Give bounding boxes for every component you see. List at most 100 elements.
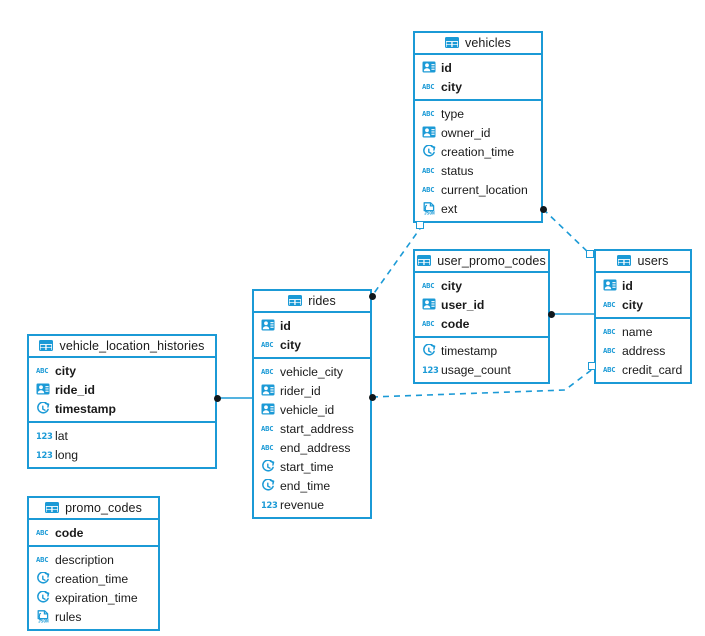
column-name: rider_id — [280, 383, 321, 398]
column-name: vehicle_city — [280, 364, 343, 379]
table-header-vehicle_location_histories[interactable]: vehicle_location_histories — [29, 336, 215, 358]
column-row[interactable]: JSON rules — [29, 607, 158, 626]
abc-icon: ABC — [603, 346, 616, 355]
column-name: start_time — [280, 459, 334, 474]
relationship-many-marker — [368, 292, 376, 300]
column-row[interactable]: creation_time — [415, 142, 541, 161]
relationship-many-marker — [547, 310, 555, 318]
column-row[interactable]: ABC address — [596, 341, 690, 360]
relationship-line-rel-vehicles-users — [542, 208, 593, 257]
column-row[interactable]: start_time — [254, 457, 370, 476]
table-header-users[interactable]: users — [596, 251, 690, 273]
clock-icon — [261, 479, 275, 492]
id-card-icon — [261, 319, 275, 332]
column-row[interactable]: timestamp — [29, 399, 215, 418]
column-row[interactable]: user_id — [415, 295, 548, 314]
column-row[interactable]: rider_id — [254, 381, 370, 400]
abc-icon: ABC — [603, 365, 616, 374]
table-grid-icon — [288, 294, 303, 308]
table-title: rides — [308, 294, 336, 308]
column-name: description — [55, 552, 114, 567]
column-name: lat — [55, 428, 68, 443]
abc-icon: ABC — [261, 424, 274, 433]
column-row[interactable]: id — [254, 316, 370, 335]
table-header-vehicles[interactable]: vehicles — [415, 33, 541, 55]
column-name: address — [622, 343, 666, 358]
abc-icon: ABC — [261, 340, 274, 349]
table-header-rides[interactable]: rides — [254, 291, 370, 313]
abc-icon: ABC — [261, 443, 274, 452]
column-row[interactable]: owner_id — [415, 123, 541, 142]
id-card-icon — [422, 298, 436, 311]
column-row[interactable]: id — [596, 276, 690, 295]
123-icon: 123 — [36, 450, 53, 460]
column-name: name — [622, 324, 653, 339]
table-header-user_promo_codes[interactable]: user_promo_codes — [415, 251, 548, 273]
abc-icon: ABC — [36, 366, 49, 375]
id-card-icon — [422, 126, 436, 139]
column-row[interactable]: ride_id — [29, 380, 215, 399]
json-icon: JSON — [36, 610, 50, 623]
column-row[interactable]: ABC city — [254, 335, 370, 354]
column-name: city — [280, 337, 302, 352]
column-row[interactable]: timestamp — [415, 341, 548, 360]
column-name: creation_time — [55, 571, 129, 586]
column-row[interactable]: vehicle_id — [254, 400, 370, 419]
abc-icon: ABC — [261, 367, 274, 376]
table-title: vehicle_location_histories — [59, 339, 205, 353]
column-name: code — [441, 316, 470, 331]
column-row[interactable]: id — [415, 58, 541, 77]
svg-text:JSON: JSON — [38, 619, 49, 623]
clock-icon — [261, 460, 275, 473]
column-row[interactable]: end_time — [254, 476, 370, 495]
column-name: rules — [55, 609, 82, 624]
column-row[interactable]: creation_time — [29, 569, 158, 588]
json-icon: JSON — [422, 202, 436, 215]
abc-icon: ABC — [422, 281, 435, 290]
id-card-icon — [261, 384, 275, 397]
table-header-promo_codes[interactable]: promo_codes — [29, 498, 158, 520]
column-row[interactable]: ABC vehicle_city — [254, 362, 370, 381]
column-name: id — [441, 60, 452, 75]
column-name: creation_time — [441, 144, 515, 159]
clock-icon — [422, 344, 436, 357]
clock-icon — [36, 591, 50, 604]
column-row[interactable]: expiration_time — [29, 588, 158, 607]
column-name: revenue — [280, 497, 325, 512]
column-name: end_time — [280, 478, 331, 493]
column-name: type — [441, 106, 465, 121]
abc-icon: ABC — [36, 528, 49, 537]
